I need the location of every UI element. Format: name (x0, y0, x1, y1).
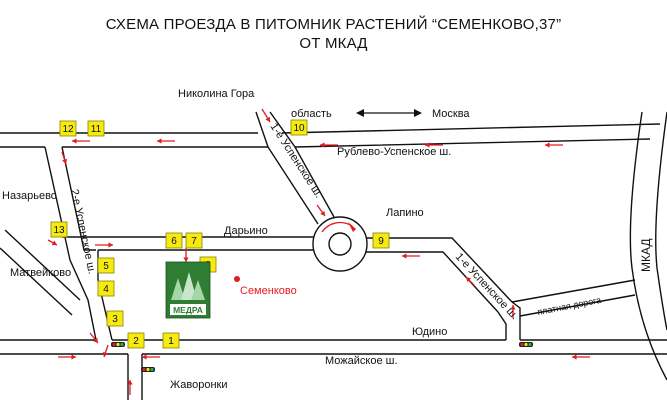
matveikovo-road-b (0, 247, 73, 316)
label-darino: Дарьино (224, 225, 268, 237)
label-oblast: область (291, 108, 332, 120)
svg-text:12: 12 (62, 124, 74, 135)
label-matveikovo: Матвейково (10, 267, 71, 279)
label-nikolina-gora: Николина Гора (178, 88, 255, 100)
traffic-light-icon (519, 342, 533, 347)
svg-text:6: 6 (171, 236, 177, 247)
traffic-light-icon (141, 367, 155, 372)
rublevo-road-south-edge (0, 138, 651, 148)
svg-text:11: 11 (91, 124, 102, 135)
label-moskva: Москва (432, 108, 470, 120)
route-marker: 6 (165, 232, 183, 249)
place-labels: Николина Гора область Москва Назарьево М… (2, 88, 470, 391)
route-markers: 12345678910111213 (50, 119, 390, 349)
route-arrow-icon (545, 142, 563, 148)
label-rublevo-road: Рублево-Успенское ш. (337, 146, 451, 158)
svg-text:2: 2 (133, 336, 139, 347)
route-arrow-icon (89, 332, 99, 344)
uspenskoe1-east-link (497, 301, 521, 340)
route-arrow-icon (58, 354, 76, 360)
route-marker: 3 (106, 310, 124, 327)
lapino-road-south (366, 251, 499, 313)
svg-text:7: 7 (191, 236, 197, 247)
route-arrow-icon (95, 242, 113, 248)
uspenskoe1-north-east-edge (269, 111, 335, 218)
route-arrow-icon (61, 151, 68, 165)
route-arrow-icon (102, 344, 109, 358)
destination-marker-icon (234, 276, 240, 282)
label-mkad: МКАД (639, 238, 653, 272)
route-arrow-icon (183, 248, 189, 262)
route-arrow-icon (47, 239, 58, 246)
mkad-inner (655, 111, 667, 331)
label-semenkovo: Семенково (240, 285, 297, 297)
roundabout-arrow-head-icon (348, 222, 356, 232)
svg-text:4: 4 (103, 284, 109, 295)
traffic-light-icon (111, 342, 125, 347)
route-arrow-icon (425, 142, 443, 148)
route-arrow-icon (127, 380, 133, 395)
lapino-road-north (367, 237, 513, 303)
route-arrow-icon (157, 138, 175, 144)
route-marker: 11 (87, 120, 105, 137)
route-marker: 1 (162, 332, 180, 349)
title-line-2: ОТ МКАД (299, 35, 368, 52)
toll-road-north (511, 279, 636, 303)
route-arrow-icon (72, 138, 90, 144)
route-marker: 4 (97, 280, 115, 297)
title-line-1: СХЕМА ПРОЕЗДА В ПИТОМНИК РАСТЕНИЙ “СЕМЕН… (105, 16, 562, 33)
toll-road-south (519, 294, 636, 317)
route-marker: 13 (50, 221, 68, 238)
svg-text:1: 1 (168, 336, 174, 347)
mkad-outer (629, 111, 667, 381)
label-uspenskoe1-east: 1-е Успенское ш. (453, 251, 521, 322)
svg-text:9: 9 (378, 236, 384, 247)
route-marker: 12 (59, 120, 77, 137)
route-marker: 7 (185, 232, 203, 249)
roundabout (312, 216, 368, 272)
svg-text:10: 10 (293, 123, 305, 134)
route-arrow-icon (320, 142, 338, 148)
rublevo-road-north-edge (0, 123, 661, 134)
uspenskoe1-north-west-edge (255, 111, 319, 225)
route-arrow-icon (316, 204, 326, 217)
label-nazarevo: Назарьево (2, 190, 57, 202)
roundabout-arrow-icon (321, 221, 353, 233)
label-uspenskoe2: 2-е Успенское ш. (68, 188, 98, 275)
zhavoronki-road (127, 354, 143, 400)
label-toll-road: платная дорога (536, 295, 601, 317)
matveikovo-road-a (4, 229, 81, 301)
svg-text:3: 3 (112, 314, 118, 325)
route-arrows (47, 108, 590, 395)
route-arrow-icon (465, 276, 475, 286)
label-lapino: Лапино (386, 207, 424, 219)
oblast-moskva-double-arrow-icon (356, 109, 422, 117)
label-zhavoronki: Жаворонки (170, 379, 228, 391)
route-marker: 5 (97, 257, 115, 274)
svg-text:5: 5 (103, 261, 109, 272)
medra-logo: МЕДРА (165, 261, 211, 319)
route-marker: 9 (372, 232, 390, 249)
uspenskoe2-west-edge (44, 146, 97, 341)
label-yudino: Юдино (412, 326, 447, 338)
label-mozhaiskoe-road: Можайское ш. (325, 355, 398, 367)
route-marker: 10 (290, 119, 308, 136)
svg-text:13: 13 (53, 225, 65, 236)
route-arrow-icon (510, 305, 516, 318)
route-arrow-icon (572, 354, 590, 360)
route-arrow-icon (261, 108, 271, 123)
route-arrow-icon (142, 354, 160, 360)
logo-text: МЕДРА (173, 305, 203, 315)
route-marker: 2 (127, 332, 145, 349)
route-arrow-icon (402, 253, 420, 259)
